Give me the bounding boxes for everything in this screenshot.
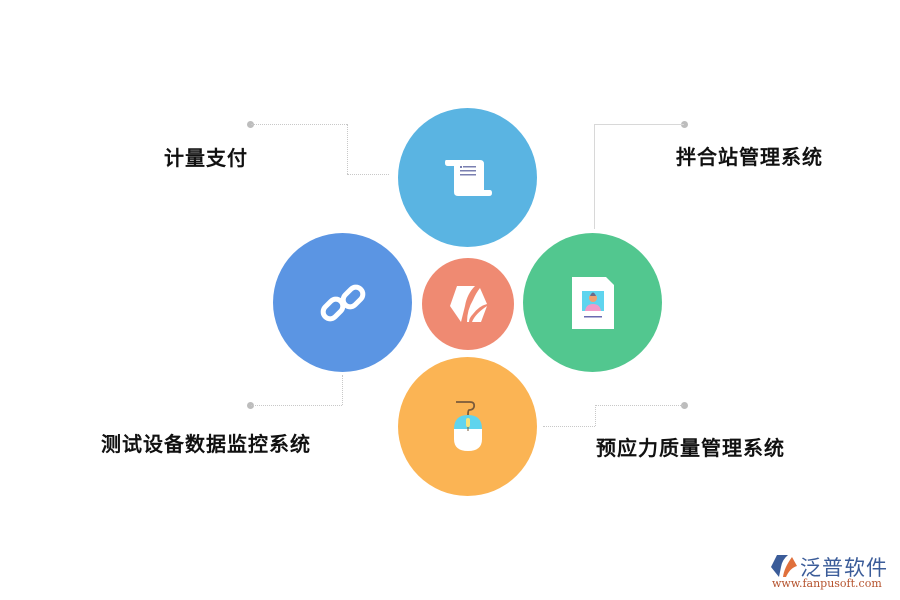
connector-line [594,124,684,125]
id-card-document-icon [571,276,614,329]
connector-dot-metering [247,121,254,128]
node-circle-test-equipment-monitoring [273,233,412,372]
connector-dot-mixing-station [681,121,688,128]
connector-line [251,405,342,406]
connector-line [595,405,596,426]
node-circle-mixing-station [523,233,662,372]
connector-line [595,405,683,406]
fanpu-brand-icon [771,555,797,577]
connector-dot-test-equipment [247,402,254,409]
connector-line [347,124,348,174]
fanpu-logo-icon [450,286,487,322]
connector-line [543,426,595,427]
label-prestress-quality: 预应力质量管理系统 [596,436,785,460]
connector-line [347,174,389,175]
center-logo-circle [422,258,514,350]
node-circle-prestress-quality [398,357,537,496]
chain-link-icon [320,284,365,321]
label-metering-payment: 计量支付 [164,146,248,170]
scroll-document-icon [444,159,492,196]
computer-mouse-icon [453,400,482,451]
connector-line [342,375,343,405]
connector-line [251,124,347,125]
watermark-brand-name: 泛普软件 [800,556,888,580]
node-circle-metering-payment [398,108,537,247]
watermark-logo: 泛普软件 www.fanpusoft.com [770,552,895,592]
label-test-equipment-monitoring: 测试设备数据监控系统 [101,432,311,456]
label-mixing-station: 拌合站管理系统 [676,145,823,169]
watermark-url: www.fanpusoft.com [772,577,882,590]
connector-line [594,124,595,229]
connector-dot-prestress [681,402,688,409]
